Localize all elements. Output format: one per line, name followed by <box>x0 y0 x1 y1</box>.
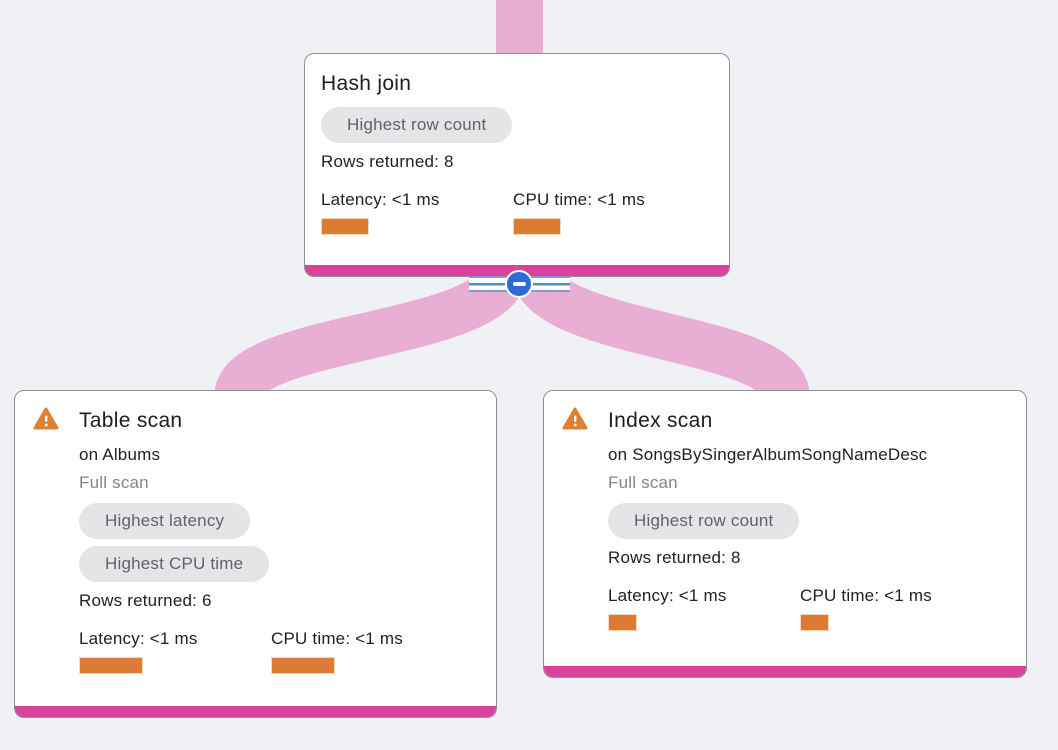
rows-returned-text: Rows returned: 8 <box>321 152 454 171</box>
scan-type-text: Full scan <box>608 473 678 492</box>
cpu-time-bar <box>271 657 335 674</box>
node-target-text: on SongsBySingerAlbumSongNameDesc <box>608 445 928 464</box>
node-footer-accent <box>544 666 1026 677</box>
latency-bar <box>608 614 637 631</box>
badge-highest-latency: Highest latency <box>79 503 251 539</box>
latency-bar <box>321 218 369 235</box>
plan-node-hash-join[interactable]: Hash join Highest row count Rows returne… <box>304 53 730 277</box>
minus-icon <box>512 282 526 286</box>
badge-highest-row-count: Highest row count <box>608 503 800 539</box>
node-target-text: on Albums <box>79 445 161 464</box>
scan-type-text: Full scan <box>79 473 149 492</box>
metrics-row: Latency: <1 ms CPU time: <1 ms <box>608 585 1010 631</box>
latency-label: Latency: <1 ms <box>608 586 727 605</box>
edge-hash-join-to-table-scan <box>214 263 529 401</box>
latency-label: Latency: <1 ms <box>79 629 198 648</box>
badge-highest-row-count: Highest row count <box>321 107 513 143</box>
warning-icon <box>562 407 588 431</box>
node-content: Table scan on Albums Full scan Highest l… <box>15 391 496 674</box>
rows-returned-text: Rows returned: 8 <box>608 548 741 567</box>
node-footer-accent <box>15 706 496 717</box>
latency-metric: Latency: <1 ms <box>321 189 513 235</box>
node-title: Hash join <box>321 72 412 95</box>
cpu-time-label: CPU time: <1 ms <box>513 190 645 209</box>
cpu-time-metric: CPU time: <1 ms <box>800 585 992 631</box>
edge-hash-join-to-index-scan <box>510 263 810 401</box>
badge-highest-cpu-time: Highest CPU time <box>79 546 270 582</box>
warning-icon <box>33 407 59 431</box>
latency-metric: Latency: <1 ms <box>79 628 271 674</box>
node-content: Index scan on SongsBySingerAlbumSongName… <box>544 391 1026 631</box>
rows-returned-text: Rows returned: 6 <box>79 591 212 610</box>
node-content: Hash join Highest row count Rows returne… <box>305 54 729 235</box>
latency-label: Latency: <1 ms <box>321 190 440 209</box>
latency-metric: Latency: <1 ms <box>608 585 800 631</box>
cpu-time-metric: CPU time: <1 ms <box>513 189 705 235</box>
latency-bar <box>79 657 143 674</box>
cpu-time-label: CPU time: <1 ms <box>800 586 932 605</box>
cpu-time-bar <box>800 614 829 631</box>
plan-node-index-scan[interactable]: Index scan on SongsBySingerAlbumSongName… <box>543 390 1027 678</box>
edge-parent-to-hash-join <box>496 0 543 56</box>
cpu-time-label: CPU time: <1 ms <box>271 629 403 648</box>
metrics-row: Latency: <1 ms CPU time: <1 ms <box>79 628 480 674</box>
cpu-time-bar <box>513 218 561 235</box>
metrics-row: Latency: <1 ms CPU time: <1 ms <box>321 189 713 235</box>
node-title: Table scan <box>79 409 183 432</box>
collapse-children-button[interactable] <box>505 270 533 298</box>
node-title: Index scan <box>608 409 713 432</box>
plan-node-table-scan[interactable]: Table scan on Albums Full scan Highest l… <box>14 390 497 718</box>
cpu-time-metric: CPU time: <1 ms <box>271 628 463 674</box>
